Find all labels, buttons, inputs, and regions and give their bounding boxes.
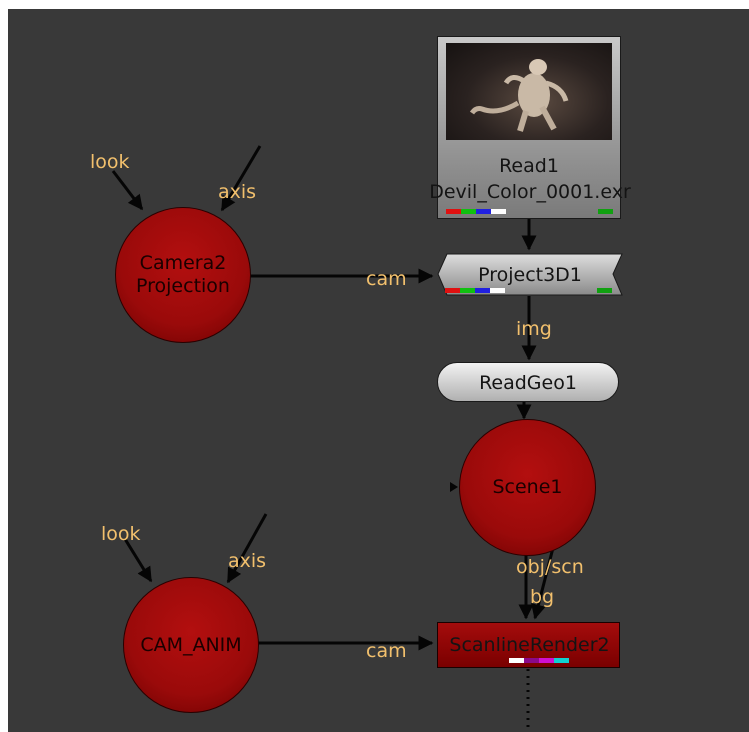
project3d-node-shape	[437, 253, 623, 296]
camera2-axis-label: axis	[218, 181, 257, 203]
scanline-obj-scn-label: obj/scn	[516, 556, 584, 578]
cam-anim-look-label: look	[101, 523, 141, 545]
scanline-bg-label: bg	[530, 586, 555, 608]
cam-anim-node[interactable]: CAM_ANIM	[123, 577, 259, 713]
camera-projection-line1: Camera2	[139, 252, 227, 274]
read-node[interactable]: Read1 Devil_Color_0001.exr	[429, 36, 631, 219]
creature-render-thumbnail	[469, 59, 569, 132]
camera2-look-input-pipe	[111, 170, 144, 211]
read-alpha-swatch	[598, 209, 613, 214]
scanline-render-node-title: ScanlineRender2	[449, 634, 610, 656]
camera2-axis-input-pipe	[220, 145, 262, 212]
node-graph-canvas[interactable]: Read1 Devil_Color_0001.exr Project3D1 Re…	[8, 9, 749, 732]
read-thumbnail	[446, 43, 612, 140]
project3d-alpha-swatch	[597, 288, 612, 293]
project3d-channel-swatches	[445, 288, 505, 293]
scanline-channel-swatches	[509, 658, 569, 663]
scene-node[interactable]: Scene1	[459, 419, 596, 556]
project3d-node-title: Project3D1	[478, 264, 582, 286]
cam-anim-look-input-pipe	[123, 538, 153, 583]
readgeo-node[interactable]: ReadGeo1	[437, 362, 619, 402]
read-channel-swatches	[446, 209, 506, 214]
camera-projection-line2: Projection	[136, 275, 230, 297]
scanline-render-node[interactable]: ScanlineRender2	[437, 622, 620, 668]
project3d-cam-label: cam	[366, 268, 407, 290]
node-connections	[111, 145, 556, 732]
read-node-title: Read1	[499, 155, 559, 177]
camera-projection-node[interactable]: Camera2 Projection	[115, 207, 251, 343]
scanline-cam-label: cam	[366, 640, 407, 662]
scene-side-input-arrow	[450, 482, 458, 492]
cam-anim-axis-label: axis	[228, 550, 267, 572]
scene-node-title: Scene1	[492, 476, 563, 498]
cam-anim-axis-input-pipe	[226, 513, 268, 584]
scanline-bg-input-pipe	[531, 543, 556, 620]
readgeo-node-title: ReadGeo1	[479, 372, 577, 394]
cam-anim-node-title: CAM_ANIM	[140, 633, 242, 656]
camera2-look-label: look	[90, 151, 130, 173]
project3d-img-label: img	[516, 318, 552, 340]
project3d-node[interactable]: Project3D1	[437, 253, 623, 296]
read-node-filename: Devil_Color_0001.exr	[429, 181, 631, 203]
